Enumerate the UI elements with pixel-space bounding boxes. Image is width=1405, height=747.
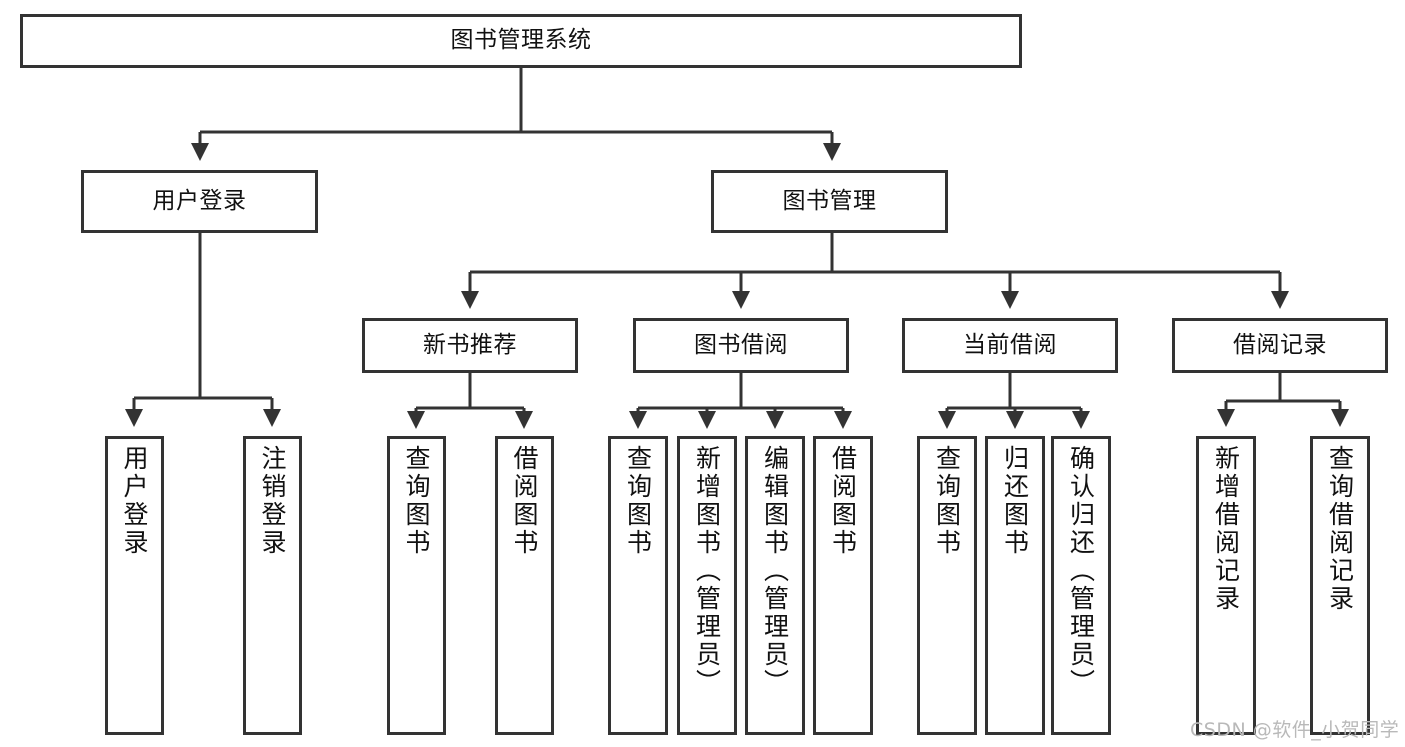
node-current-borrow[interactable]: 当前借阅 — [902, 318, 1118, 373]
leaf-borrow-book-2[interactable]: 借阅图书 — [813, 436, 873, 735]
leaf-return-book[interactable]: 归还图书 — [985, 436, 1045, 735]
node-current-borrow-label: 当前借阅 — [963, 331, 1057, 358]
leaf-return-book-label: 归还图书 — [1000, 445, 1030, 557]
leaf-edit-book-label: 编辑图书（管理员） — [760, 445, 790, 697]
leaf-borrow-book-1[interactable]: 借阅图书 — [495, 436, 554, 735]
node-new-book-rec-label: 新书推荐 — [423, 331, 517, 358]
leaf-logout-login[interactable]: 注销登录 — [243, 436, 302, 735]
leaf-user-login-label: 用户登录 — [120, 445, 149, 557]
node-user-login-label: 用户登录 — [152, 187, 247, 214]
leaf-query-record-label: 查询借阅记录 — [1325, 445, 1355, 613]
leaf-logout-login-label: 注销登录 — [258, 445, 287, 557]
node-book-manage-label: 图书管理 — [782, 187, 877, 214]
leaf-confirm-return[interactable]: 确认归还（管理员） — [1051, 436, 1111, 735]
leaf-add-book[interactable]: 新增图书（管理员） — [677, 436, 737, 735]
node-root[interactable]: 图书管理系统 — [20, 14, 1022, 68]
leaf-query-book-1[interactable]: 查询图书 — [387, 436, 446, 735]
node-book-borrow[interactable]: 图书借阅 — [633, 318, 849, 373]
node-book-borrow-label: 图书借阅 — [694, 331, 788, 358]
leaf-add-record[interactable]: 新增借阅记录 — [1196, 436, 1256, 735]
node-user-login[interactable]: 用户登录 — [81, 170, 318, 233]
leaf-query-book-2[interactable]: 查询图书 — [608, 436, 668, 735]
node-borrow-record-label: 借阅记录 — [1233, 331, 1327, 358]
leaf-query-record[interactable]: 查询借阅记录 — [1310, 436, 1370, 735]
leaf-edit-book[interactable]: 编辑图书（管理员） — [745, 436, 805, 735]
node-new-book-rec[interactable]: 新书推荐 — [362, 318, 578, 373]
node-root-label: 图书管理系统 — [450, 27, 592, 54]
node-book-manage[interactable]: 图书管理 — [711, 170, 948, 233]
leaf-borrow-book-2-label: 借阅图书 — [828, 445, 858, 557]
leaf-add-book-label: 新增图书（管理员） — [692, 445, 722, 697]
leaf-query-book-3-label: 查询图书 — [932, 445, 962, 557]
leaf-borrow-book-1-label: 借阅图书 — [510, 445, 539, 557]
leaf-add-record-label: 新增借阅记录 — [1211, 445, 1241, 613]
leaf-confirm-return-label: 确认归还（管理员） — [1066, 445, 1096, 697]
leaf-query-book-3[interactable]: 查询图书 — [917, 436, 977, 735]
node-borrow-record[interactable]: 借阅记录 — [1172, 318, 1388, 373]
leaf-user-login[interactable]: 用户登录 — [105, 436, 164, 735]
csdn-watermark: CSDN @软件_小贺同学 — [1190, 719, 1400, 741]
leaf-query-book-1-label: 查询图书 — [402, 445, 431, 557]
leaf-query-book-2-label: 查询图书 — [623, 445, 653, 557]
